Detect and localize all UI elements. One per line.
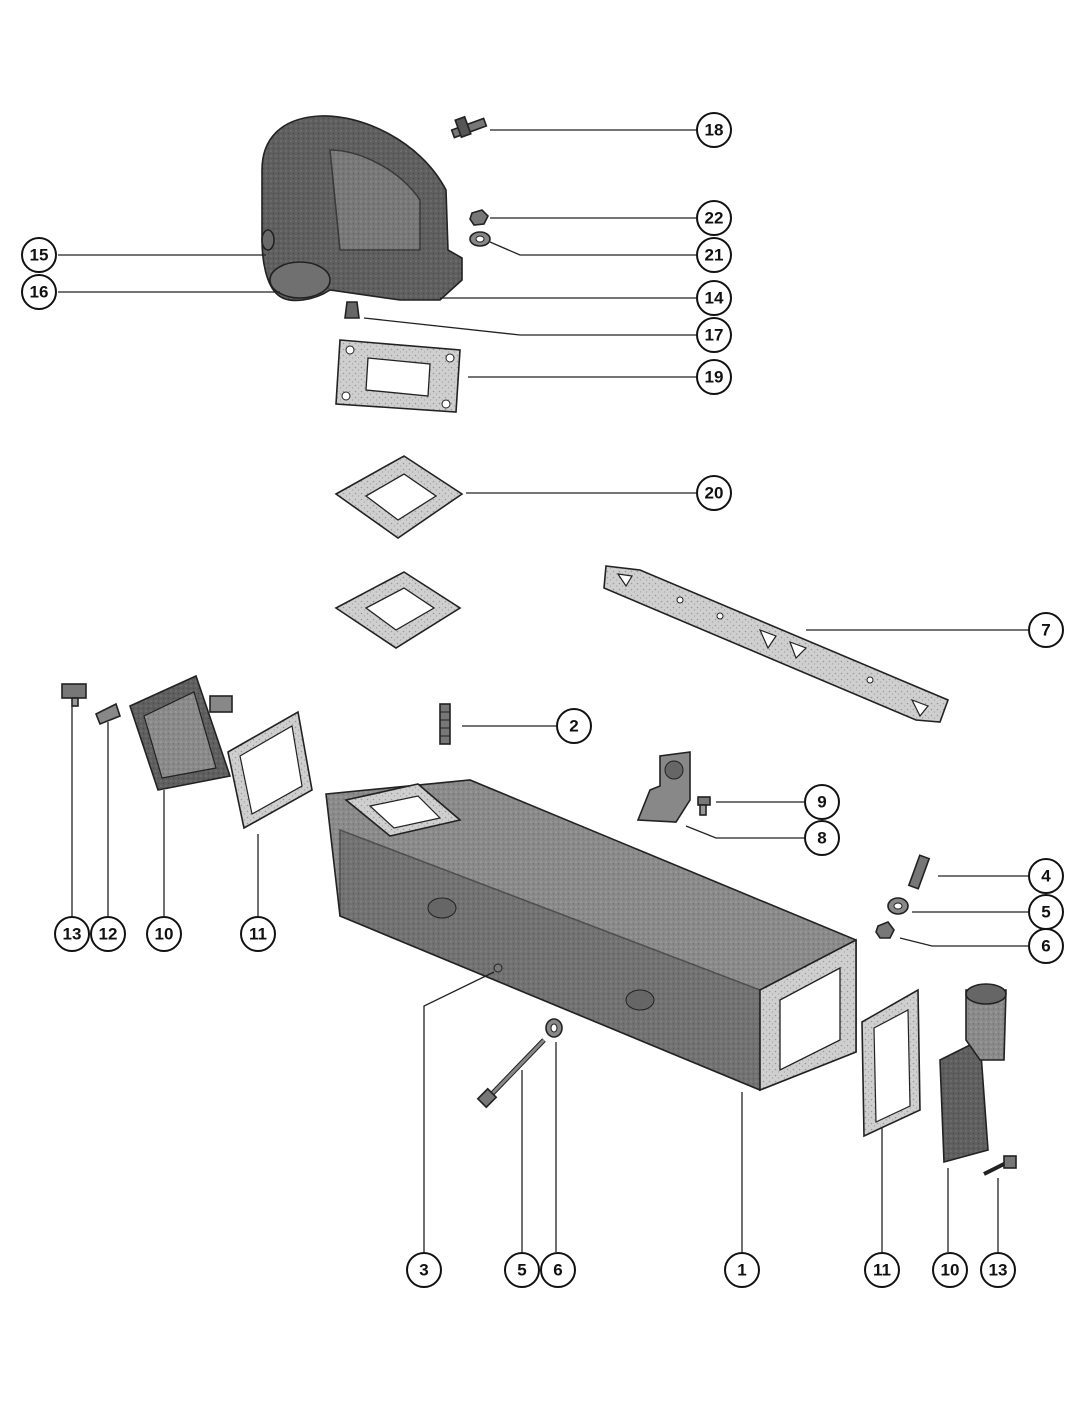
gasket-part [334,455,464,539]
callout-2: 2 [556,708,592,744]
bracket-part [636,751,691,823]
exhaust-elbow-part [261,115,463,302]
callout-label: 19 [705,368,724,387]
callout-label: 11 [873,1261,891,1280]
callout-3: 3 [406,1252,442,1288]
callout-21: 21 [696,237,732,273]
callout-9: 9 [804,784,840,820]
callout-11: 11 [864,1252,900,1288]
bolt-part [476,1038,546,1109]
bolt-part [61,683,87,707]
bolt-part [983,1155,1017,1176]
callout-11: 11 [240,916,276,952]
callout-6: 6 [1028,928,1064,964]
end-gasket-part [227,710,313,830]
callout-label: 15 [30,246,49,265]
washer-part [887,897,909,915]
callout-22: 22 [696,200,732,236]
gasket-part [334,571,462,649]
stud-part [907,854,931,890]
petcock-valve-part [450,115,488,139]
callout-7: 7 [1028,612,1064,648]
callout-label: 6 [1041,937,1050,956]
callout-label: 5 [517,1261,526,1280]
callout-label: 8 [817,829,826,848]
callout-13: 13 [54,916,90,952]
callout-13: 13 [980,1252,1016,1288]
callout-label: 6 [553,1261,562,1280]
manifold-gasket-part [603,565,950,723]
callout-1: 1 [724,1252,760,1288]
callout-17: 17 [696,317,732,353]
callout-16: 16 [21,274,57,310]
callout-5: 5 [504,1252,540,1288]
callout-label: 17 [705,326,724,345]
clip-part [94,702,121,726]
end-cap-part [939,983,1007,1164]
callout-label: 9 [817,793,826,812]
callout-label: 7 [1041,621,1050,640]
callout-label: 2 [569,717,578,736]
end-cap-part [129,674,233,791]
drain-plug-part [344,301,360,319]
callout-label: 20 [705,484,724,503]
callout-6: 6 [540,1252,576,1288]
exhaust-manifold-part [325,779,857,1092]
callout-20: 20 [696,475,732,511]
callout-label: 22 [705,209,724,228]
callout-4: 4 [1028,858,1064,894]
stud-part [439,703,451,745]
callout-15: 15 [21,237,57,273]
callout-10: 10 [932,1252,968,1288]
callout-label: 5 [1041,903,1050,922]
screw-part [697,796,711,816]
callout-label: 10 [941,1261,960,1280]
washer-part [469,231,491,247]
callout-label: 12 [99,925,118,944]
callout-8: 8 [804,820,840,856]
gasket-part [335,339,461,413]
callout-5: 5 [1028,894,1064,930]
callout-label: 16 [30,283,49,302]
callout-label: 13 [989,1261,1008,1280]
nut-part [875,921,895,939]
washer-part [545,1018,563,1038]
leader-lines [58,129,1028,1252]
callout-10: 10 [146,916,182,952]
callout-12: 12 [90,916,126,952]
callout-14: 14 [696,280,732,316]
callout-label: 10 [155,925,174,944]
callout-label: 18 [705,121,724,140]
callout-18: 18 [696,112,732,148]
callout-19: 19 [696,359,732,395]
callout-label: 1 [737,1261,746,1280]
callout-label: 4 [1041,867,1051,886]
callout-label: 13 [63,925,82,944]
nut-part [469,209,489,226]
end-gasket-part [861,988,921,1138]
callout-label: 14 [705,289,724,308]
callout-label: 21 [705,246,724,265]
callout-label: 3 [419,1261,428,1280]
callout-label: 11 [249,925,267,944]
